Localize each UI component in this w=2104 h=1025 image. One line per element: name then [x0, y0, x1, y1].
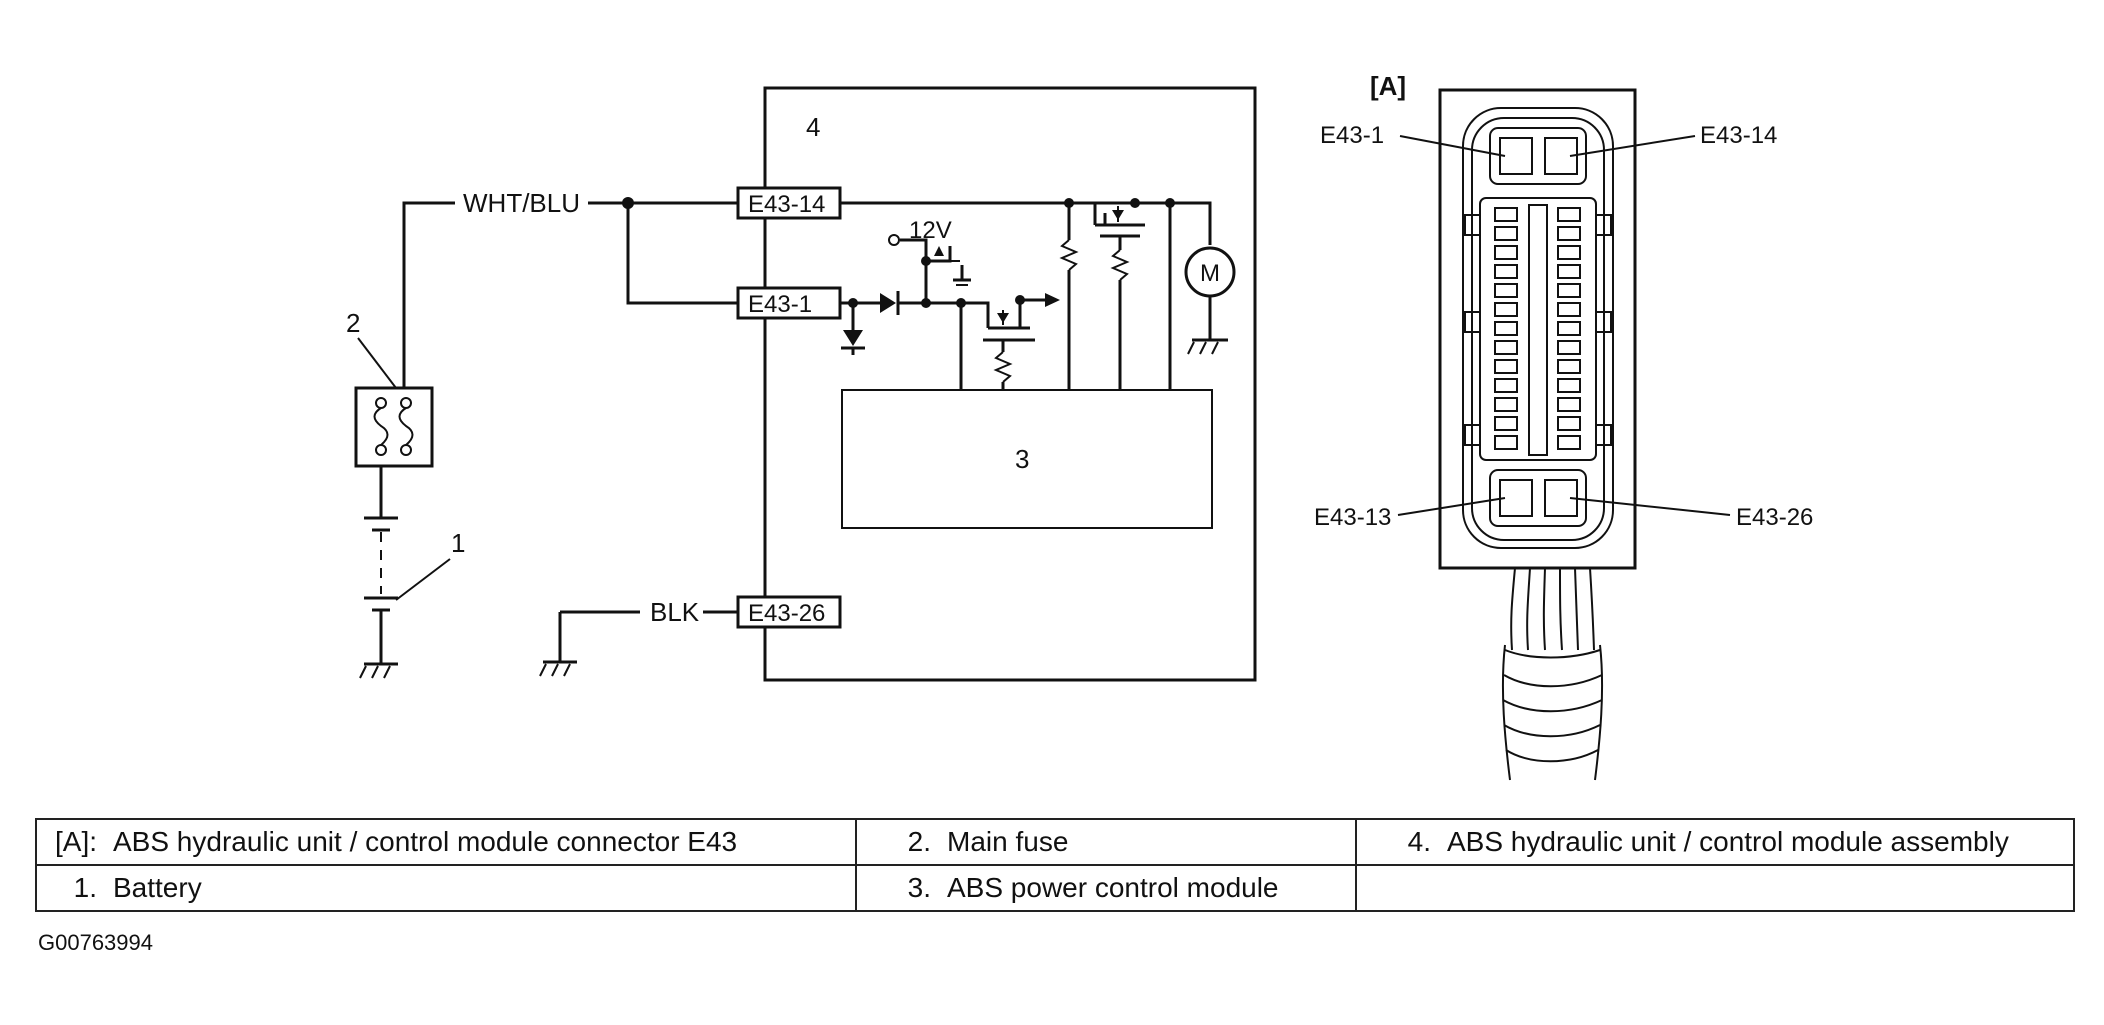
pin-label-view-e43-26: E43-26	[1736, 504, 1813, 531]
legend-key: 3.	[907, 872, 931, 903]
pin-label-view-e43-14: E43-14	[1700, 122, 1777, 149]
legend-text: Main fuse	[947, 826, 1069, 857]
legend-key: 2.	[907, 826, 931, 857]
legend-text: ABS hydraulic unit / control module asse…	[1447, 826, 2009, 857]
motor-driver-circuit: M	[840, 198, 1236, 390]
control-module-assembly-box	[763, 86, 1257, 682]
pin-label-view-e43-1: E43-1	[1320, 122, 1384, 149]
supply-voltage-label: 12V	[909, 217, 952, 244]
callout-fuse: 2	[346, 308, 360, 338]
legend-cell: [A]: ABS hydraulic unit / control module …	[35, 818, 857, 866]
legend-row: [A]: ABS hydraulic unit / control module …	[35, 818, 2075, 866]
callout-assembly: 4	[806, 112, 820, 142]
wire-color-ground: BLK	[650, 597, 700, 627]
pin-box-e43-26	[736, 595, 842, 629]
legend-cell: 3. ABS power control module	[855, 864, 1357, 912]
legend-key: [A]:	[54, 826, 97, 857]
legend-text: ABS power control module	[947, 872, 1279, 903]
pin-label-view-e43-13: E43-13	[1314, 504, 1391, 531]
callout-battery: 1	[451, 528, 465, 558]
connector-e43-view: [A]	[1314, 71, 1813, 781]
wiring-diagram: 4 3 2 1 WHT/BLU E43-14 E43-1	[346, 71, 1813, 781]
legend-cell: 1. Battery	[35, 864, 857, 912]
power-control-module-box	[841, 389, 1213, 529]
pin-box-e43-1	[736, 286, 842, 320]
legend-row: 1. Battery 3. ABS power control module	[35, 864, 2075, 912]
ignition-input-circuit: 12V	[840, 217, 1060, 390]
pin-label-e43-1: E43-1	[748, 291, 812, 318]
wire-color-power: WHT/BLU	[463, 188, 580, 218]
fuse-battery-branch: 2 1	[346, 201, 465, 679]
pin-label-e43-26: E43-26	[748, 600, 825, 627]
connector-view-title: [A]	[1370, 71, 1406, 101]
legend-text: Battery	[113, 872, 202, 903]
legend-key: 4.	[1407, 826, 1431, 857]
main-fuse-symbol	[354, 386, 434, 468]
figure-code: G00763994	[38, 930, 153, 955]
pin-label-e43-14: E43-14	[748, 191, 825, 218]
legend-cell: 2. Main fuse	[855, 818, 1357, 866]
legend-cell: 4. ABS hydraulic unit / control module as…	[1355, 818, 2075, 866]
legend-cell	[1355, 864, 2075, 912]
motor-label: M	[1200, 260, 1220, 287]
legend-key: 1.	[73, 872, 97, 903]
legend-text: ABS hydraulic unit / control module conn…	[113, 826, 738, 857]
callout-power-module: 3	[1015, 444, 1029, 474]
legend-table: [A]: ABS hydraulic unit / control module …	[35, 818, 2075, 912]
